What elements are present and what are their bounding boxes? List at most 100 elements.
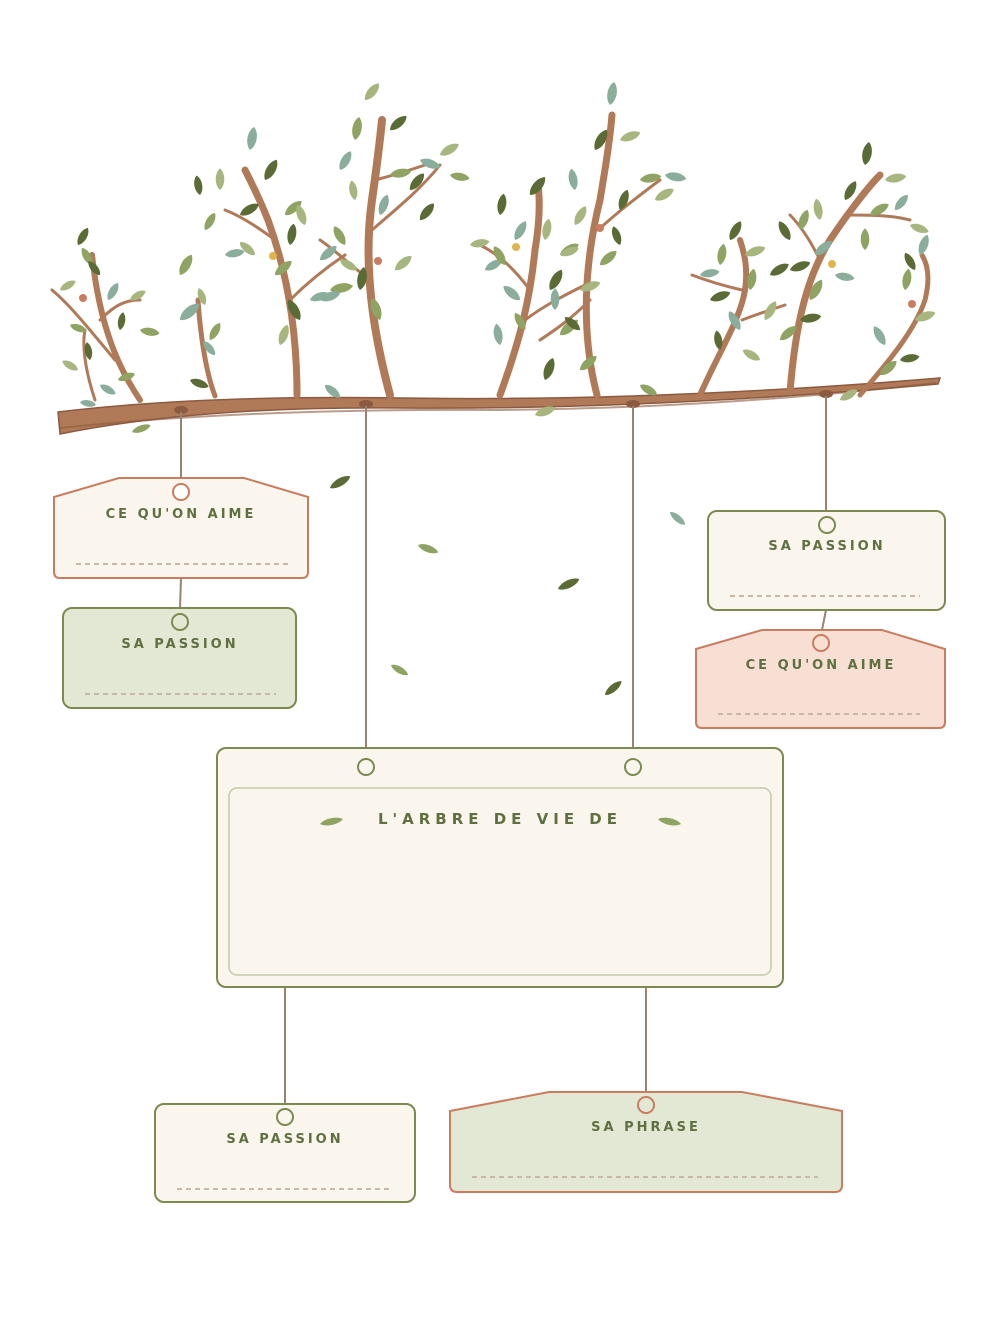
leaf-icon: [597, 247, 620, 269]
leaf-icon: [511, 219, 530, 243]
leaf-icon: [900, 267, 913, 291]
leaf-icon: [175, 252, 196, 278]
card-likes-right-label: CE QU'ON AIME: [746, 658, 897, 673]
leaf-icon: [60, 357, 80, 374]
hole-ring: [171, 613, 189, 631]
main-branch: [57, 377, 942, 435]
card-likes-left-label: CE QU'ON AIME: [106, 507, 257, 522]
hole-ring: [172, 483, 190, 501]
leaf-icon: [495, 192, 508, 216]
berry: [908, 300, 916, 308]
leaf-icon: [860, 228, 870, 250]
leaf-icon: [347, 179, 359, 201]
leaf-icon: [361, 80, 383, 103]
leaf-icon: [860, 141, 874, 166]
leaf-icon: [492, 322, 505, 346]
card-likes-right-frame: [695, 629, 946, 729]
leaf-icon: [664, 170, 688, 183]
leaf-icon: [915, 233, 932, 257]
card-likes-left[interactable]: CE QU'ON AIME: [53, 477, 309, 579]
leaf-icon: [708, 288, 732, 305]
leaf-icon: [375, 193, 392, 217]
leaf-icon: [740, 346, 762, 364]
leaf-icon: [812, 197, 825, 221]
leaf-icon: [139, 326, 161, 338]
leaf-icon: [330, 224, 349, 248]
card-phrase-frame: [449, 1091, 843, 1193]
hanging-cords: [179, 396, 827, 1104]
cord: [821, 609, 827, 631]
berry: [512, 243, 520, 251]
leaf-icon: [545, 267, 566, 293]
leaf-icon: [98, 381, 118, 398]
berries: [79, 224, 916, 308]
leaf-icon: [416, 200, 438, 223]
leaf-icon: [618, 128, 642, 145]
leaf-icon: [540, 356, 558, 382]
leaf-icon: [285, 222, 298, 246]
leaf-icon: [908, 221, 930, 236]
card-main-title: L'ARBRE DE VIE DE: [378, 810, 622, 828]
leaf-icon: [567, 167, 580, 191]
card-passion-left-label: SA PASSION: [121, 637, 238, 652]
card-main-name[interactable]: L'ARBRE DE VIE DE: [216, 747, 784, 988]
leaf-icon: [901, 250, 919, 272]
falling-leaf-icon: [389, 662, 410, 678]
leaf-icon: [260, 157, 281, 183]
leaf-icon: [699, 267, 721, 279]
branch-knot: [174, 406, 188, 414]
leaf-icon: [571, 204, 590, 228]
leaf-icon: [605, 81, 619, 106]
card-passion-bottom[interactable]: SA PASSION: [154, 1103, 416, 1203]
leaf-icon: [74, 225, 92, 247]
leaf-icon: [870, 324, 889, 348]
branch-knot: [819, 390, 833, 398]
leaf-icon: [188, 376, 210, 391]
leaf-icon: [104, 280, 122, 302]
berry: [269, 252, 277, 260]
branch-knot: [359, 400, 373, 408]
card-phrase-label: SA PHRASE: [591, 1120, 701, 1135]
leaf-icon: [449, 171, 471, 183]
leaf-icon: [715, 242, 728, 266]
card-main-inner-frame: [228, 787, 772, 976]
leaf-icon: [387, 112, 410, 134]
card-passion-left[interactable]: SA PASSION: [62, 607, 297, 709]
tree-leaves: [58, 80, 937, 420]
card-passion-right-frame: [707, 510, 946, 611]
leaf-icon: [891, 192, 911, 213]
card-phrase[interactable]: SA PHRASE: [449, 1091, 843, 1193]
falling-leaf-icon: [602, 678, 624, 698]
card-main-frame: [216, 747, 784, 988]
card-likes-right[interactable]: CE QU'ON AIME: [695, 629, 946, 729]
card-passion-right-label: SA PASSION: [768, 539, 885, 554]
leaf-icon: [58, 277, 78, 294]
leaf-icon: [775, 219, 794, 243]
leaf-icon: [550, 288, 560, 310]
leaf-icon: [652, 185, 676, 204]
leaf-icon: [245, 126, 259, 151]
card-passion-bottom-frame: [154, 1103, 416, 1203]
leaf-icon: [116, 311, 127, 331]
leaf-icon: [899, 352, 921, 364]
leaf-icon: [275, 323, 292, 347]
leaf-icon: [884, 172, 908, 185]
leaf-icon: [215, 168, 225, 190]
falling-leaf-icon: [556, 575, 581, 593]
leaf-icon: [795, 208, 812, 232]
hole-ring: [637, 1096, 655, 1114]
tree-branches: [50, 111, 942, 435]
card-passion-left-frame: [62, 607, 297, 709]
hole-ring: [624, 758, 642, 776]
leaf-icon: [350, 116, 364, 141]
cord: [179, 577, 182, 609]
leaf-icon: [206, 320, 224, 342]
card-passion-right[interactable]: SA PASSION: [707, 510, 946, 611]
falling-leaf-icon: [130, 422, 152, 436]
berry: [374, 257, 382, 265]
hole-ring: [276, 1108, 294, 1126]
leaf-icon: [437, 140, 461, 159]
berry: [596, 224, 604, 232]
card-passion-bottom-label: SA PASSION: [226, 1132, 343, 1147]
